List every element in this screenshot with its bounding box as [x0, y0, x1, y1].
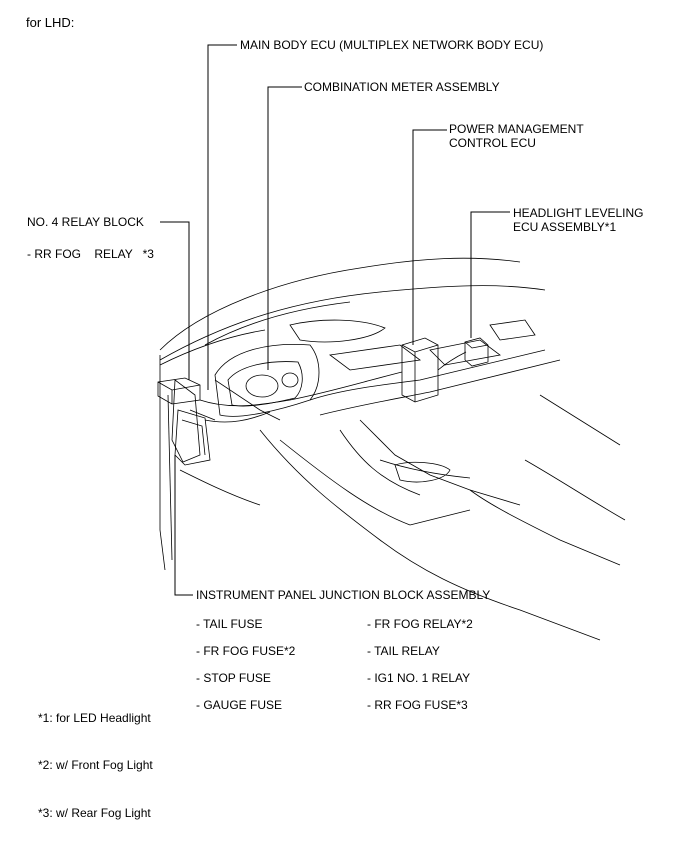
junction-item-right: - RR FOG FUSE*3	[367, 698, 468, 712]
leader-junction-block	[174, 455, 193, 596]
junction-item-left: - GAUGE FUSE	[196, 698, 283, 712]
label-main-body-ecu: MAIN BODY ECU (MULTIPLEX NETWORK BODY EC…	[240, 38, 544, 52]
leader-main-body-ecu	[207, 44, 237, 390]
footnote: *3: w/ Rear Fog Light	[38, 806, 151, 820]
junction-item-right: - FR FOG RELAY*2	[367, 617, 473, 631]
label-headlight-line2: ECU ASSEMBLY*1	[513, 220, 617, 234]
junction-item-right: - TAIL RELAY	[367, 644, 440, 658]
label-headlight-line1: HEADLIGHT LEVELING	[513, 206, 644, 220]
label-power-mgmt-line2: CONTROL ECU	[449, 136, 536, 150]
footnote: *2: w/ Front Fog Light	[38, 758, 153, 772]
leader-combination-meter	[267, 86, 302, 370]
junction-item-left: - STOP FUSE	[196, 671, 271, 685]
label-relay-block: NO. 4 RELAY BLOCK	[27, 215, 144, 229]
junction-item-right: - IG1 NO. 1 RELAY	[367, 671, 471, 685]
junction-item-left: - FR FOG FUSE*2	[196, 644, 296, 658]
label-combination-meter: COMBINATION METER ASSEMBLY	[304, 80, 500, 94]
label-relay-item: - RR FOG RELAY *3	[27, 247, 154, 261]
leader-relay-block	[160, 221, 190, 380]
footnote: *1: for LED Headlight	[38, 711, 151, 725]
label-junction-block: INSTRUMENT PANEL JUNCTION BLOCK ASSEMBLY	[196, 588, 491, 602]
leader-power-mgmt	[412, 129, 447, 345]
junction-item-left: - TAIL FUSE	[196, 617, 263, 631]
leader-headlight	[470, 211, 510, 338]
page-title: for LHD:	[26, 15, 75, 30]
label-power-mgmt-line1: POWER MANAGEMENT	[449, 122, 584, 136]
